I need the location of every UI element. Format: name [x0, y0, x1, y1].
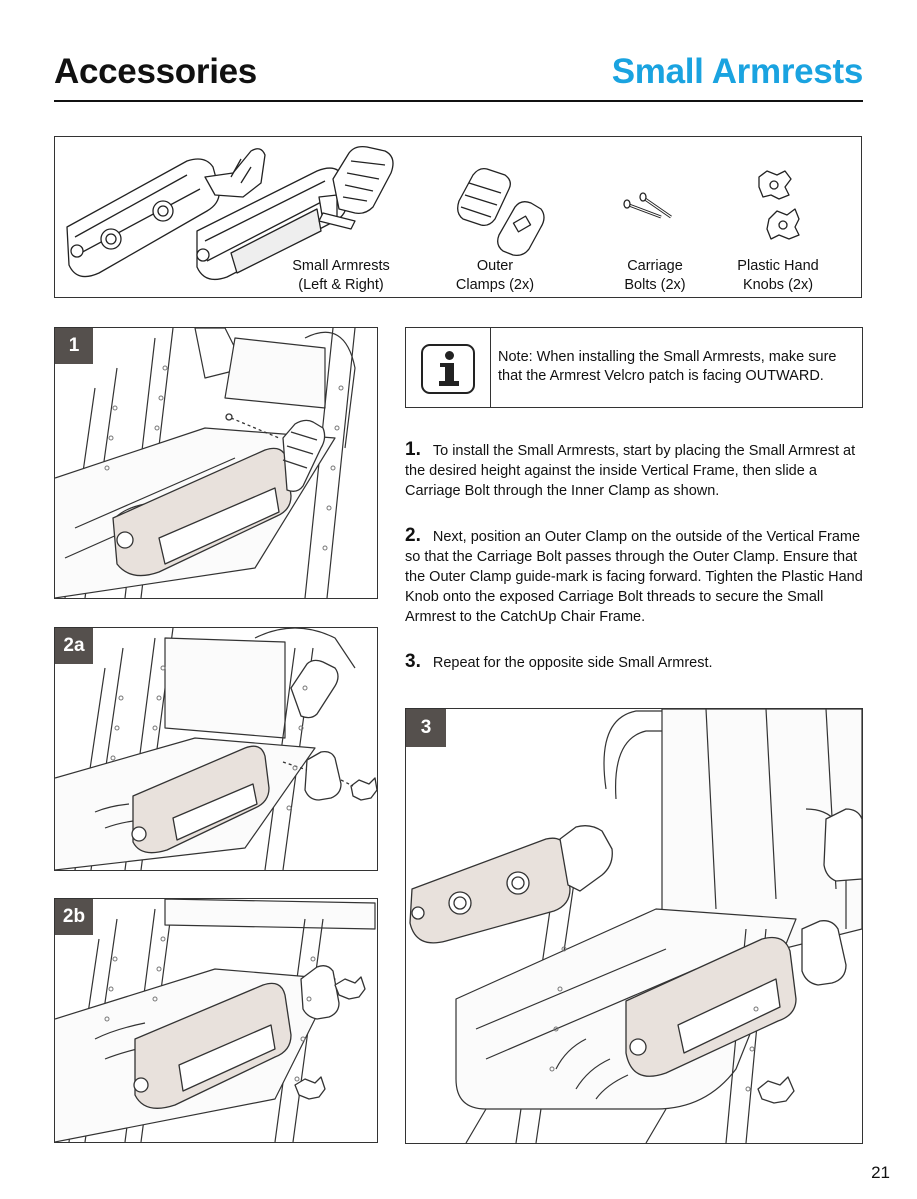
- part-label-outer-clamps: Outer Clamps (2x): [456, 257, 534, 295]
- part-label-line: Knobs (2x): [742, 277, 814, 293]
- step-3: 3. Repeat for the opposite side Small Arm…: [405, 652, 863, 673]
- figure-3-panel: 3: [405, 708, 863, 1144]
- step-text: To install the Small Armrests, start by …: [405, 443, 856, 499]
- figure-1-badge: 1: [55, 328, 93, 364]
- section-title: Accessories: [54, 52, 257, 91]
- hand-knobs-drawing: [758, 170, 800, 240]
- header-rule: [54, 100, 863, 102]
- armrest-drawing: [409, 825, 797, 1077]
- step-number: 2.: [405, 525, 421, 546]
- step-1: 1.To install the Small Armrests, start b…: [405, 440, 863, 501]
- figure-3-illustration: [409, 709, 862, 1143]
- figure-2a-illustration: [55, 628, 377, 870]
- armrest-drawing: [133, 982, 292, 1109]
- armrest-drawing: [112, 419, 326, 577]
- armrest-left-drawing: [66, 148, 266, 278]
- page-number: 21: [871, 1163, 890, 1182]
- part-label-line: Clamps (2x): [455, 277, 535, 293]
- step-text: Repeat for the opposite side Small Armre…: [432, 655, 713, 671]
- outer-clamps-drawing: [457, 167, 545, 257]
- figure-3-badge: 3: [406, 709, 446, 747]
- topic-title: Small Armrests: [611, 52, 864, 91]
- part-label-line: Bolts (2x): [624, 277, 686, 293]
- step-number: 1.: [405, 439, 421, 460]
- step-2: 2.Next, position an Outer Clamp on the o…: [405, 526, 863, 627]
- part-label-line: Small Armrests: [292, 258, 390, 274]
- figure-2b-badge: 2b: [55, 899, 93, 935]
- part-label-line: Plastic Hand: [737, 258, 819, 274]
- figure-2b-panel: 2b: [54, 898, 378, 1143]
- armrest-drawing: [131, 745, 270, 854]
- carriage-bolts-drawing: [623, 192, 672, 219]
- part-label-line: Outer: [476, 258, 514, 274]
- part-label-hand-knobs: Plastic Hand Knobs (2x): [737, 257, 818, 295]
- note-text: Note: When installing the Small Armrests…: [498, 349, 837, 384]
- figure-2a-badge: 2a: [55, 628, 93, 664]
- note-divider: [490, 328, 491, 407]
- figure-2a-panel: 2a: [54, 627, 378, 871]
- armrest-right-drawing: [196, 145, 394, 281]
- part-label-line: (Left & Right): [298, 277, 384, 293]
- parts-illustration: [66, 145, 800, 281]
- part-label-small-armrests: Small Armrests (Left & Right): [292, 257, 390, 295]
- part-label-line: Carriage: [627, 258, 683, 274]
- parts-box: Small Armrests (Left & Right) Outer Clam…: [54, 136, 862, 298]
- part-label-carriage-bolts: Carriage Bolts (2x): [624, 257, 685, 295]
- note-box: Note: When installing the Small Armrests…: [405, 327, 863, 408]
- figure-1-illustration: [55, 328, 356, 598]
- step-text: Next, position an Outer Clamp on the out…: [405, 529, 863, 625]
- step-number: 3.: [405, 651, 421, 672]
- figure-2b-illustration: [55, 899, 376, 1142]
- figure-1-panel: 1: [54, 327, 378, 599]
- info-icon: [421, 344, 475, 394]
